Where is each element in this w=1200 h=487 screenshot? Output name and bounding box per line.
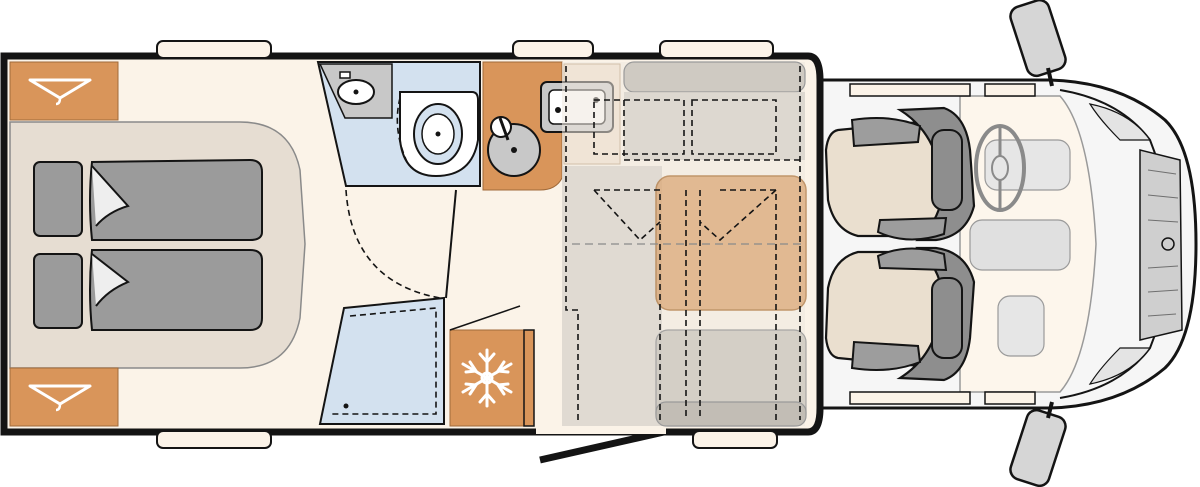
steering-wheel-icon <box>974 124 1026 212</box>
mirror-icon <box>1009 401 1067 487</box>
bed-right <box>33 249 263 331</box>
pillow <box>33 253 83 329</box>
bed-left <box>33 158 263 241</box>
clothes-hanger-icon <box>28 78 92 106</box>
sink-icon <box>337 71 375 105</box>
shower <box>318 296 445 425</box>
mattress <box>89 158 263 241</box>
partition-wall <box>445 189 457 299</box>
dining-table <box>655 175 807 311</box>
hob-icon <box>487 116 541 177</box>
fridge <box>449 305 535 427</box>
pillow <box>33 161 83 237</box>
washroom <box>316 61 481 187</box>
entrance-door <box>536 428 666 464</box>
windows <box>156 40 778 449</box>
wardrobe-bottom <box>9 367 119 427</box>
mattress <box>89 249 263 331</box>
window-dinette-right <box>692 430 778 449</box>
radiator-grille <box>1139 149 1183 341</box>
mirror-icon <box>1009 0 1067 87</box>
window-dinette-left <box>659 40 774 59</box>
window-rear-left <box>156 40 272 59</box>
passenger-seat <box>824 246 976 382</box>
wardrobe-top <box>9 61 119 121</box>
snowflake-icon <box>461 348 513 408</box>
toilet-icon <box>399 91 479 178</box>
window-rear-right <box>156 430 272 449</box>
driver-seat <box>824 106 976 242</box>
dinette <box>562 61 807 427</box>
door-swing <box>345 189 441 299</box>
folded-blanket <box>91 253 130 307</box>
folded-blanket <box>91 165 130 227</box>
rear-twin-beds <box>9 121 306 369</box>
clothes-hanger-icon <box>28 384 92 412</box>
window-bath <box>512 40 594 59</box>
